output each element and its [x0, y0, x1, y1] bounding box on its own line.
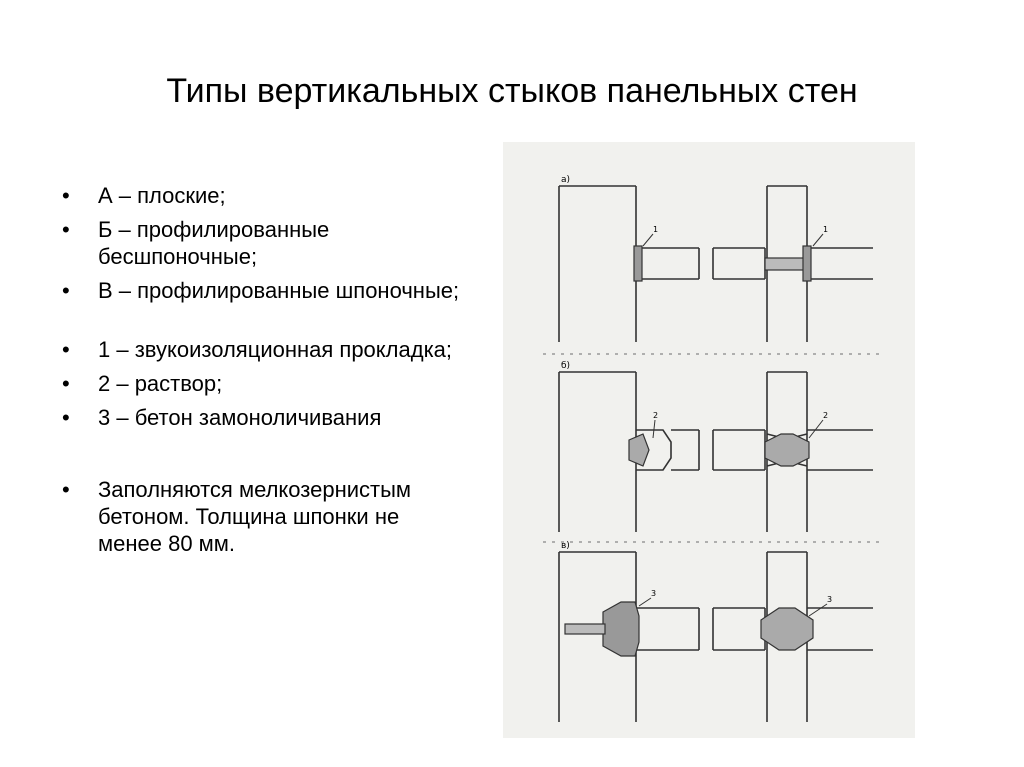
- section-label-a: а): [561, 175, 570, 185]
- callout-number: 3: [651, 589, 656, 598]
- callout-number: 2: [823, 411, 828, 420]
- bullet-item: А – плоские;: [62, 182, 462, 209]
- bullet-item: 1 – звукоизоляционная прокладка;: [62, 336, 462, 363]
- callout-number: 1: [823, 225, 828, 234]
- bullet-item: Б – профилированные бесшпоночные;: [62, 216, 462, 270]
- bullet-item: 2 – раствор;: [62, 370, 462, 397]
- callout-number: 1: [653, 225, 658, 234]
- bullet-item: Заполняются мелкозернистым бетоном. Толщ…: [62, 476, 462, 557]
- bullet-list: А – плоские; Б – профилированные бесшпон…: [62, 182, 462, 557]
- joint-types-figure: а) б) в) 1 1 2 2 3 3: [503, 142, 915, 738]
- section-label-b: б): [561, 361, 570, 371]
- callout-number: 2: [653, 411, 658, 420]
- slide-title: Типы вертикальных стыков панельных стен: [166, 72, 858, 110]
- joint-drawing: а) б) в) 1 1 2 2 3 3: [543, 175, 883, 722]
- bullet-item: В – профилированные шпоночные;: [62, 277, 462, 304]
- section-label-c: в): [561, 541, 570, 551]
- bullet-item: 3 – бетон замоноличивания: [62, 404, 462, 431]
- callout-number: 3: [827, 595, 832, 604]
